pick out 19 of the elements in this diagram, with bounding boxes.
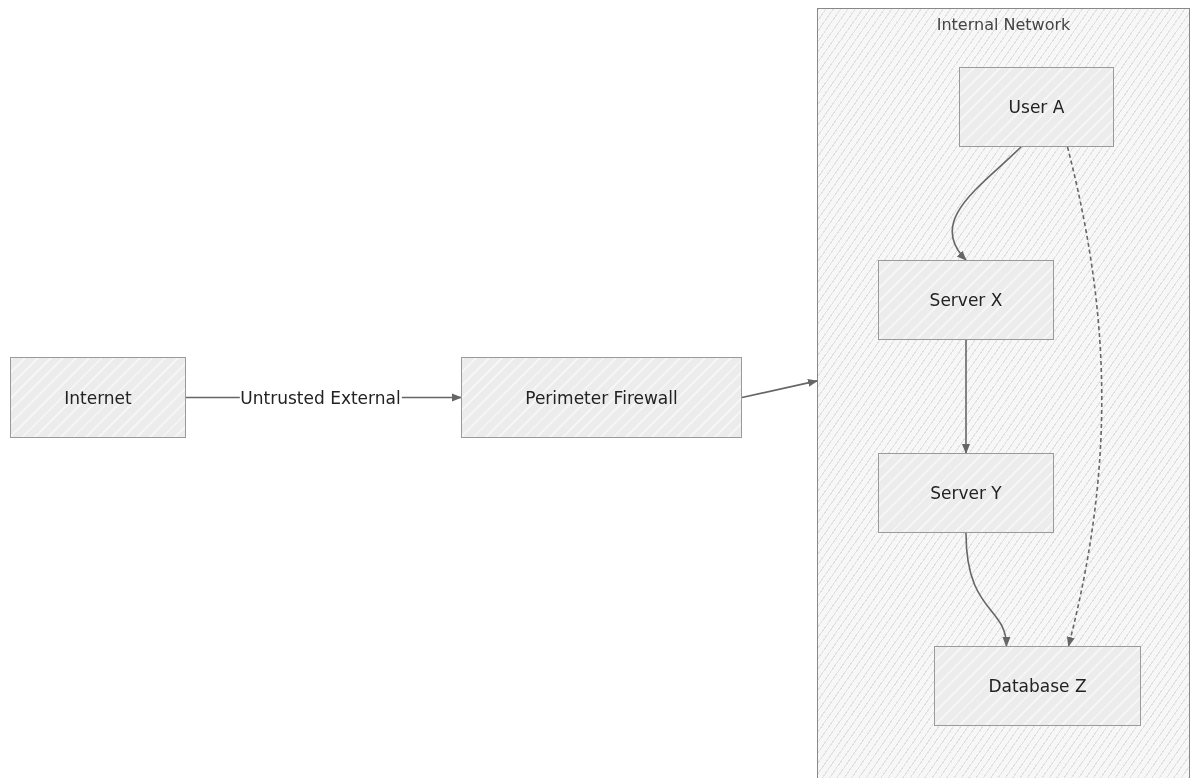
process-box bbox=[959, 67, 1114, 147]
arrow bbox=[965, 532, 1010, 647]
arrow bbox=[962, 339, 970, 454]
node-label: Server X bbox=[929, 290, 1003, 310]
group-title: Internal Network bbox=[936, 15, 1071, 34]
node-label: User A bbox=[1008, 97, 1065, 117]
arrow bbox=[741, 378, 818, 399]
node-label: Perimeter Firewall bbox=[525, 387, 678, 408]
process-box bbox=[934, 646, 1141, 726]
process-box bbox=[10, 357, 186, 438]
process-box bbox=[878, 260, 1054, 340]
process-box bbox=[461, 357, 742, 438]
arrow bbox=[951, 146, 1022, 261]
dashed-arrow bbox=[1066, 146, 1103, 647]
process-box bbox=[878, 453, 1054, 533]
group-container bbox=[817, 8, 1190, 778]
node-label: Internet bbox=[64, 387, 132, 408]
node-label: Database Z bbox=[988, 676, 1087, 696]
node-label: Server Y bbox=[930, 483, 1002, 503]
